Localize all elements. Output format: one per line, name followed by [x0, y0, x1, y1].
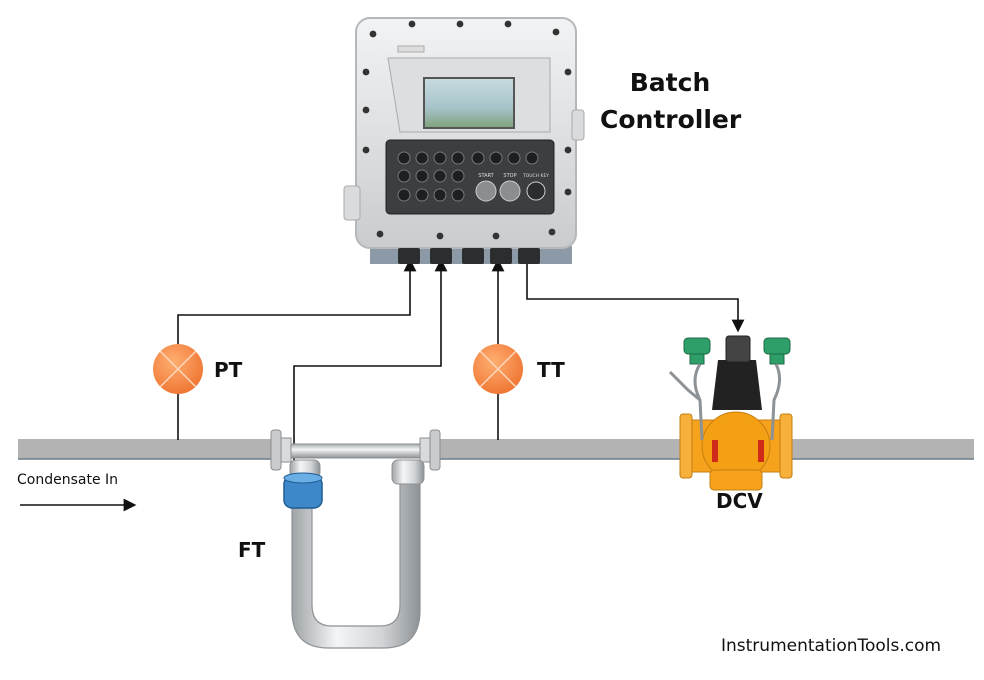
batch-controller-title: Batch Controller	[600, 64, 742, 138]
controller-display	[423, 77, 515, 129]
start-button-label: START	[478, 173, 494, 179]
batch-controller-device: START STOP TOUCH KEY	[343, 17, 585, 264]
coriolis-flow-meter	[270, 429, 441, 649]
condensate-in-label: Condensate In	[17, 472, 119, 488]
signal-lines	[177, 258, 745, 470]
process-pipe	[18, 439, 974, 460]
pilot-controller	[725, 335, 751, 363]
tt-bubble	[473, 344, 523, 394]
stop-button-label: STOP	[503, 173, 516, 179]
title-line-2: Controller	[600, 105, 742, 134]
dcv-label: DCV	[716, 489, 763, 513]
dcv-signal-line	[526, 262, 745, 333]
ft-label: FT	[238, 538, 266, 562]
diaphragm-control-valve	[668, 335, 793, 491]
title-line-1: Batch	[629, 68, 711, 97]
touch-key-label: TOUCH KEY	[522, 173, 549, 179]
pt-bubble	[153, 344, 203, 394]
ft-signal-line	[293, 258, 448, 470]
site-credit: InstrumentationTools.com	[721, 636, 942, 656]
tt-label: TT	[537, 358, 565, 382]
pt-label: PT	[214, 358, 243, 382]
